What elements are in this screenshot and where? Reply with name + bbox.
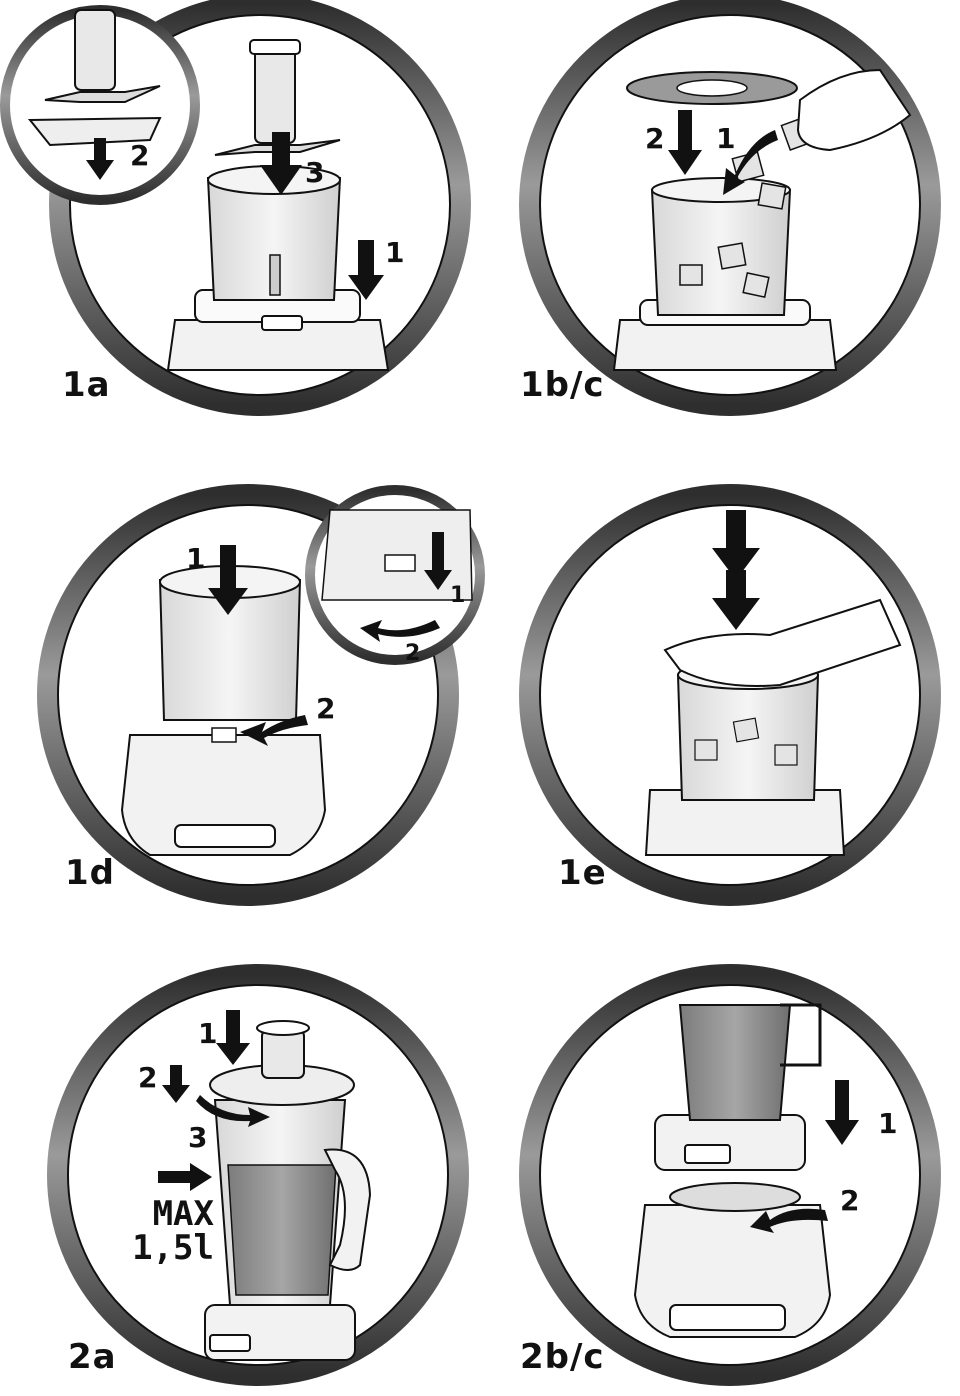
blade-shaft bbox=[254, 47, 296, 144]
callout-1: 1 bbox=[450, 583, 465, 608]
lock-button bbox=[261, 315, 303, 331]
callout-1: 1 bbox=[878, 1107, 897, 1140]
panel-2a: 1 2 3 MAX 1,5l 2a bbox=[0, 964, 480, 1396]
frame-ring bbox=[47, 964, 469, 1386]
down-arrow-icon bbox=[86, 138, 114, 180]
panel-1a-illustration: 3 1 2 bbox=[0, 0, 471, 416]
down-arrow-icon bbox=[668, 110, 702, 175]
step-label-1b-c: 1b/c bbox=[520, 365, 605, 405]
frame-ring bbox=[519, 964, 941, 1386]
callout-1: 1 bbox=[385, 236, 404, 269]
callout-2: 2 bbox=[138, 1061, 157, 1094]
panel-1e-illustration bbox=[519, 484, 941, 906]
down-arrow-icon bbox=[162, 1065, 190, 1103]
down-arrow-icon bbox=[825, 1080, 859, 1145]
frame-ring bbox=[49, 0, 471, 416]
callout-3: 3 bbox=[305, 156, 324, 189]
step-label-2b-c: 2b/c bbox=[520, 1337, 605, 1377]
callout-3: 3 bbox=[188, 1121, 207, 1154]
step-label-2a: 2a bbox=[68, 1337, 117, 1377]
panel-1a: 3 1 2 1a bbox=[0, 0, 480, 440]
jar-handle bbox=[323, 1148, 372, 1271]
panel-2b-c-illustration: 1 2 bbox=[519, 964, 941, 1386]
callout-2: 2 bbox=[130, 139, 149, 172]
panel-1b-c-illustration: 2 1 bbox=[519, 0, 941, 416]
down-arrow-icon bbox=[216, 1010, 250, 1065]
liquid bbox=[227, 1164, 337, 1296]
callout-1: 1 bbox=[186, 542, 205, 575]
callout-2: 2 bbox=[405, 641, 420, 666]
max-fill-label: MAX 1,5l bbox=[130, 1197, 214, 1265]
curved-arrow-icon bbox=[360, 620, 440, 642]
curved-arrow-icon bbox=[196, 1095, 270, 1127]
curved-arrow-icon bbox=[240, 715, 308, 746]
callout-2: 2 bbox=[645, 122, 664, 155]
right-arrow-icon bbox=[158, 1163, 212, 1191]
down-arrow-icon bbox=[348, 240, 384, 300]
panel-2a-illustration: 1 2 3 bbox=[47, 964, 469, 1386]
down-arrow-icon bbox=[208, 545, 248, 615]
panel-1d-illustration: 1 2 1 2 bbox=[37, 484, 485, 906]
max-volume-label: 1,5l bbox=[132, 1228, 214, 1268]
callout-2: 2 bbox=[840, 1184, 859, 1217]
curved-arrow-icon bbox=[750, 1208, 828, 1233]
down-arrow-icon bbox=[424, 532, 452, 590]
max-label: MAX bbox=[152, 1194, 214, 1234]
panel-1b-c: 2 1 1b/c bbox=[480, 0, 960, 440]
panel-1e: 1e bbox=[480, 470, 960, 920]
panel-2b-c: 1 2 2b/c bbox=[480, 964, 960, 1396]
motor-base bbox=[120, 734, 327, 856]
blender-jar bbox=[678, 1004, 792, 1121]
curved-arrow-icon bbox=[723, 130, 778, 195]
callout-1: 1 bbox=[198, 1017, 217, 1050]
step-label-1a: 1a bbox=[62, 365, 111, 405]
measuring-cap bbox=[261, 1029, 305, 1079]
frame-ring bbox=[519, 484, 941, 906]
step-label-1e: 1e bbox=[558, 853, 607, 893]
down-arrow-icon bbox=[260, 132, 302, 195]
callout-1: 1 bbox=[716, 122, 735, 155]
step-label-1d: 1d bbox=[65, 853, 115, 893]
hand-icon bbox=[796, 68, 912, 152]
frame-ring bbox=[37, 484, 459, 906]
down-arrow-icon bbox=[712, 510, 760, 580]
down-arrow-icon bbox=[712, 570, 760, 630]
callout-2: 2 bbox=[316, 692, 335, 725]
hand-icon bbox=[663, 598, 902, 687]
panel-1d: 1 2 1 2 1d bbox=[0, 470, 485, 920]
frame-ring bbox=[519, 0, 941, 416]
ice-cube-icon bbox=[694, 717, 798, 766]
